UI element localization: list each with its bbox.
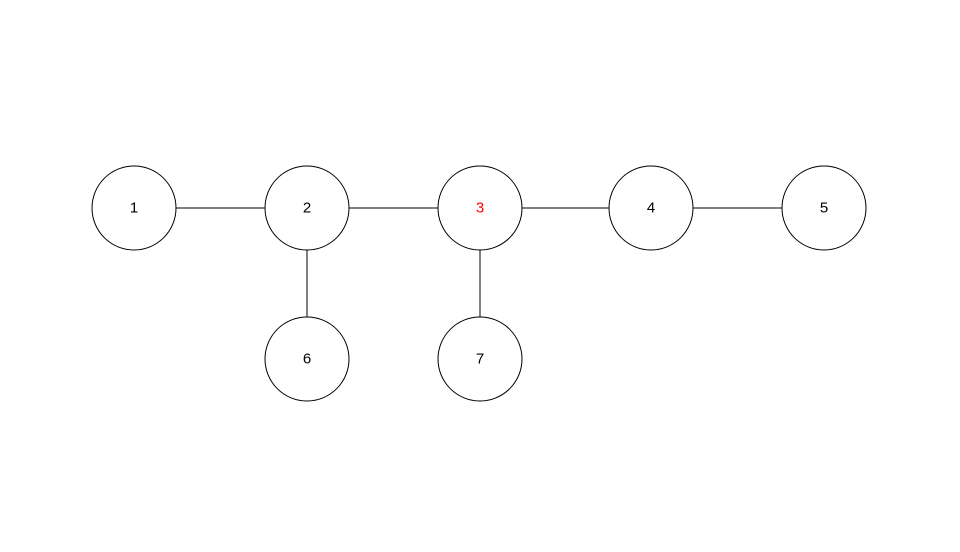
node-label-7: 7 [476,351,484,368]
graph-node-5[interactable]: 5 [781,165,867,251]
node-circle-6[interactable] [264,316,350,402]
node-circle-2[interactable] [264,165,350,251]
graph-node-1[interactable]: 1 [91,165,177,251]
graph-node-2[interactable]: 2 [264,165,350,251]
node-label-3: 3 [476,200,484,217]
node-circle-7[interactable] [437,316,523,402]
node-circle-3[interactable] [437,165,523,251]
node-label-2: 2 [303,200,311,217]
node-label-5: 5 [820,200,828,217]
node-label-1: 1 [130,200,138,217]
graph-node-3[interactable]: 3 [437,165,523,251]
node-label-4: 4 [647,200,655,217]
graph-node-4[interactable]: 4 [608,165,694,251]
node-circle-1[interactable] [91,165,177,251]
node-circle-5[interactable] [781,165,867,251]
node-circle-4[interactable] [608,165,694,251]
graph-node-7[interactable]: 7 [437,316,523,402]
node-label-6: 6 [303,351,311,368]
graph-node-6[interactable]: 6 [264,316,350,402]
